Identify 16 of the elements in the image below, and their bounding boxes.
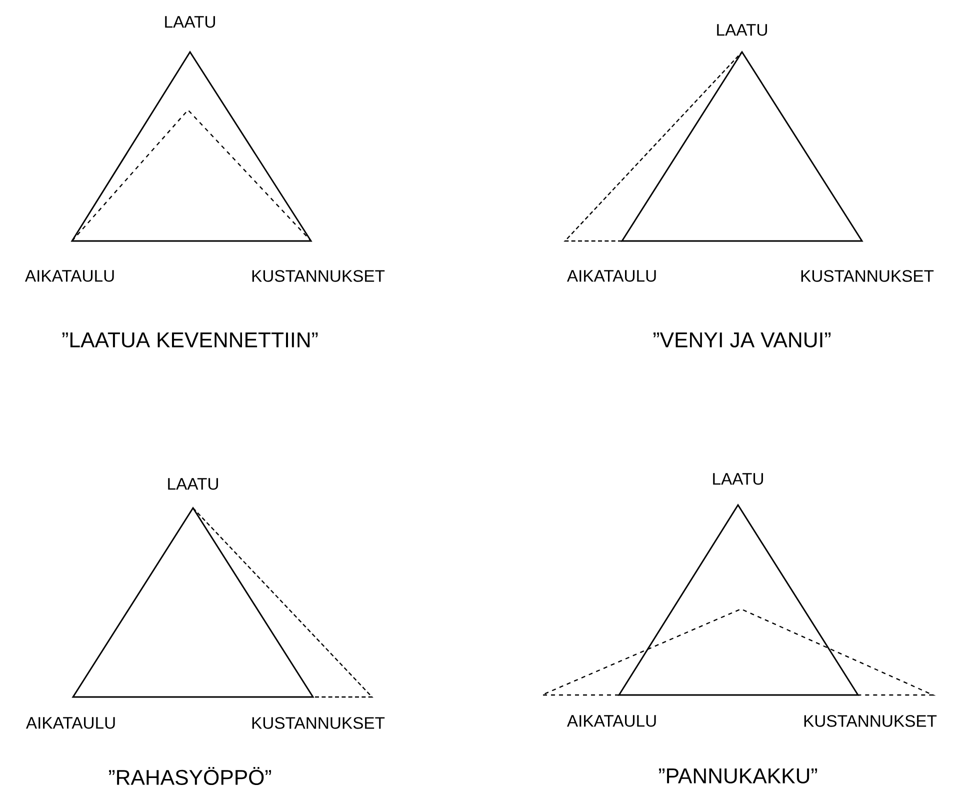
scenario-label: ”RAHASYÖPPÖ” (109, 766, 271, 786)
scenario-label: ”PANNUKAKKU” (658, 768, 818, 784)
vertex-label: AIKATAULU (566, 270, 656, 282)
vertex-label: AIKATAULU (24, 270, 114, 282)
vertex-label: AIKATAULU (26, 717, 115, 729)
vertex-label: AIKATAULU (566, 715, 656, 727)
scenario-label: ”LAATUA KEVENNETTIIN” (62, 332, 318, 348)
vertex-label: KUSTANNUKSET (252, 270, 385, 282)
vertex-label: KUSTANNUKSET (801, 270, 934, 282)
vertex-label: KUSTANNUKSET (804, 715, 937, 727)
vertex-label: LAATU (713, 473, 763, 485)
vertex-label: LAATU (165, 16, 215, 28)
vertex-label: KUSTANNUKSET (252, 717, 385, 729)
scenario-label: ”VENYI JA VANUI” (653, 332, 831, 348)
vertex-label: LAATU (168, 478, 218, 490)
vertex-label: LAATU (717, 24, 767, 36)
